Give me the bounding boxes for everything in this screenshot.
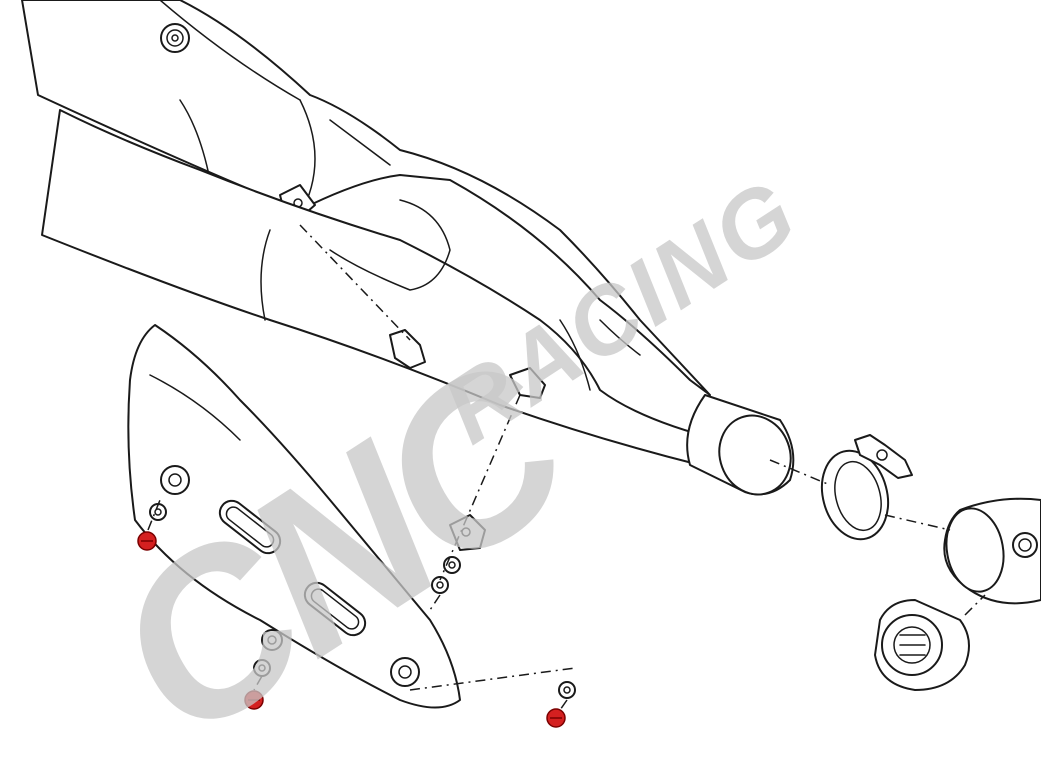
cap-fitting [874,599,970,691]
red-screw-2 [244,690,264,710]
shield-grommet-2 [390,657,420,687]
shield-grommet-3 [261,629,283,651]
tail-assembly [943,497,1041,605]
shield-slot-1 [218,499,282,555]
silencer-end-cap [686,394,795,496]
shield-grommet-1 [160,465,190,495]
washer [149,503,576,699]
shield-slot-2 [303,581,367,637]
heat-shield [127,324,461,709]
red-screw-3 [546,708,566,728]
highlighted-screw [137,531,566,728]
hose-clamp [820,434,913,541]
grommet-top [160,23,190,53]
exhaust-silencer-lower [41,109,721,466]
red-screw-1 [137,531,157,551]
assembly-lines [147,224,986,711]
